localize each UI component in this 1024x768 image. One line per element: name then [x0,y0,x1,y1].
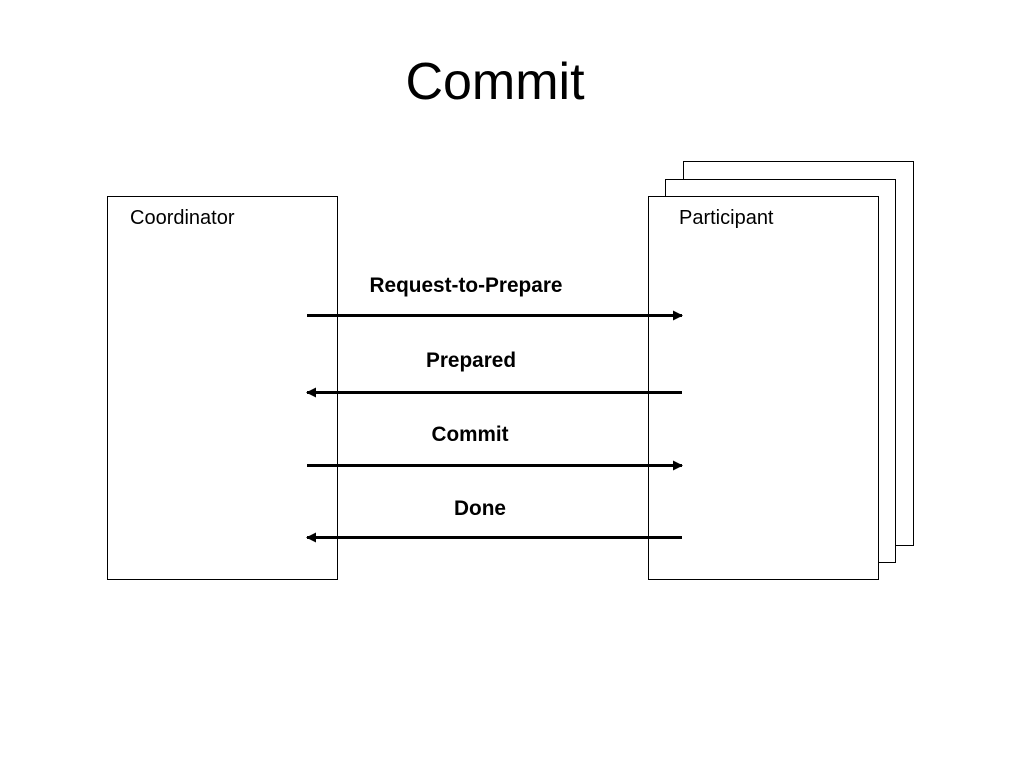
message-label-commit: Commit [432,423,509,446]
message-label-prepared: Prepared [426,349,516,372]
coordinator-box [107,196,338,580]
participant-label: Participant [679,207,774,229]
message-label-done: Done [454,497,506,520]
page-title: Commit [405,53,585,111]
coordinator-label: Coordinator [130,207,235,229]
message-label-request-to-prepare: Request-to-Prepare [370,274,563,297]
participant-box [648,196,879,580]
